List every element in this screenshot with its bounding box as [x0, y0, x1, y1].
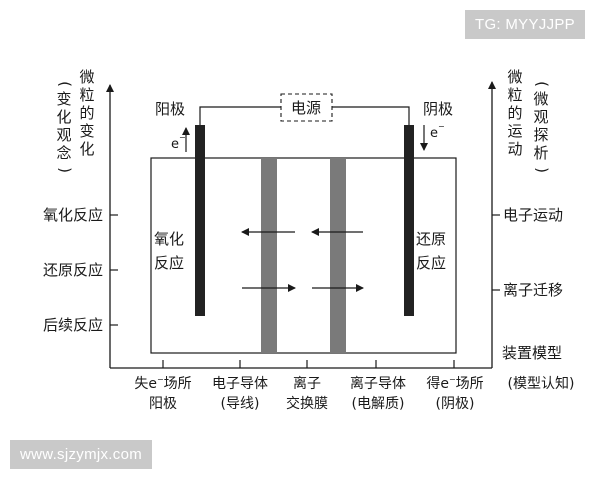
svg-text:化: 化 — [56, 108, 71, 126]
left-axis-title: 微 粒 的 变 化 ( 变 化 观 念 ) — [56, 68, 95, 173]
svg-text:运: 运 — [507, 122, 522, 140]
svg-text:的: 的 — [507, 104, 522, 122]
svg-text:e: e — [171, 137, 179, 152]
svg-text:): ) — [56, 167, 74, 173]
svg-text:变: 变 — [79, 122, 94, 140]
tick-reduction: 还原反应 — [43, 261, 103, 279]
ion-exchange-membrane-right — [330, 158, 346, 353]
tick-ion-migration: 离子迁移 — [503, 281, 563, 299]
svg-text:观: 观 — [56, 126, 71, 144]
svg-text:观: 观 — [533, 108, 548, 126]
inner-reduction-line2: 反应 — [416, 254, 446, 272]
svg-text:−: − — [438, 122, 445, 131]
tick-oxidation: 氧化反应 — [43, 206, 103, 224]
inner-oxidation-line2: 反应 — [154, 254, 184, 272]
svg-text:(: ( — [533, 81, 551, 87]
cathode-electrode — [404, 125, 414, 316]
x-axis-title: 装置模型 — [502, 344, 562, 362]
svg-text:(: ( — [56, 81, 74, 87]
wire-right — [332, 106, 410, 125]
watermark-bottom: www.sjzymjx.com — [10, 440, 153, 469]
svg-text:阳极: 阳极 — [149, 396, 177, 412]
watermark-top: TG: MYYJJPP — [465, 10, 585, 39]
x-label-ion-conductor: 离子导体 — [350, 375, 406, 392]
svg-text:析: 析 — [533, 144, 548, 162]
anode-electron-flow: e − — [171, 127, 190, 152]
svg-text:的: 的 — [79, 104, 94, 122]
svg-text:动: 动 — [507, 140, 522, 158]
x-label-membrane: 离子 — [293, 375, 321, 392]
cathode-label: 阴极 — [423, 100, 453, 118]
anode-label: 阳极 — [155, 100, 185, 118]
svg-text:−: − — [179, 133, 186, 142]
svg-text:念: 念 — [56, 144, 71, 162]
cathode-electron-flow: e − — [420, 122, 445, 151]
svg-text:(导线): (导线) — [221, 396, 260, 412]
anode-electrode — [195, 125, 205, 316]
svg-text:微: 微 — [79, 68, 94, 86]
inner-oxidation-line1: 氧化 — [154, 230, 184, 248]
x-axis-end-label: (模型认知) — [508, 375, 575, 392]
x-label-cathode-site: 得e−场所 — [426, 375, 483, 392]
inner-reduction-line1: 还原 — [416, 230, 446, 248]
svg-text:粒: 粒 — [507, 86, 522, 104]
ion-exchange-membrane-left — [261, 158, 277, 353]
svg-text:e: e — [430, 126, 438, 141]
svg-text:交换膜: 交换膜 — [286, 395, 328, 412]
svg-text:): ) — [533, 167, 551, 173]
power-source-box — [280, 93, 333, 122]
right-axis-title: 微 粒 的 运 动 ( 微 观 探 析 ) — [507, 68, 551, 173]
svg-text:化: 化 — [79, 140, 94, 158]
tick-followup: 后续反应 — [43, 316, 103, 334]
right-axis-ticks: 电子运动 离子迁移 — [492, 206, 563, 299]
wire — [199, 106, 281, 125]
x-axis-labels: 失e−场所 阳极 电子导体 (导线) 离子 交换膜 离子导体 (电解质) 得e−… — [134, 375, 574, 412]
x-label-electron-conductor: 电子导体 — [212, 376, 268, 392]
svg-text:变: 变 — [56, 90, 71, 108]
power-source-label: 电源 — [291, 99, 321, 117]
x-axis-ticks — [162, 360, 455, 368]
svg-text:微: 微 — [507, 68, 522, 86]
left-axis-ticks: 氧化反应 还原反应 后续反应 — [43, 206, 118, 334]
svg-text:粒: 粒 — [79, 86, 94, 104]
svg-text:(阴极): (阴极) — [436, 396, 475, 412]
svg-text:(电解质): (电解质) — [352, 396, 405, 412]
svg-text:探: 探 — [533, 126, 548, 144]
x-label-anode-site: 失e−场所 — [134, 375, 191, 392]
svg-text:微: 微 — [533, 90, 548, 108]
tick-electron-motion: 电子运动 — [503, 206, 563, 224]
